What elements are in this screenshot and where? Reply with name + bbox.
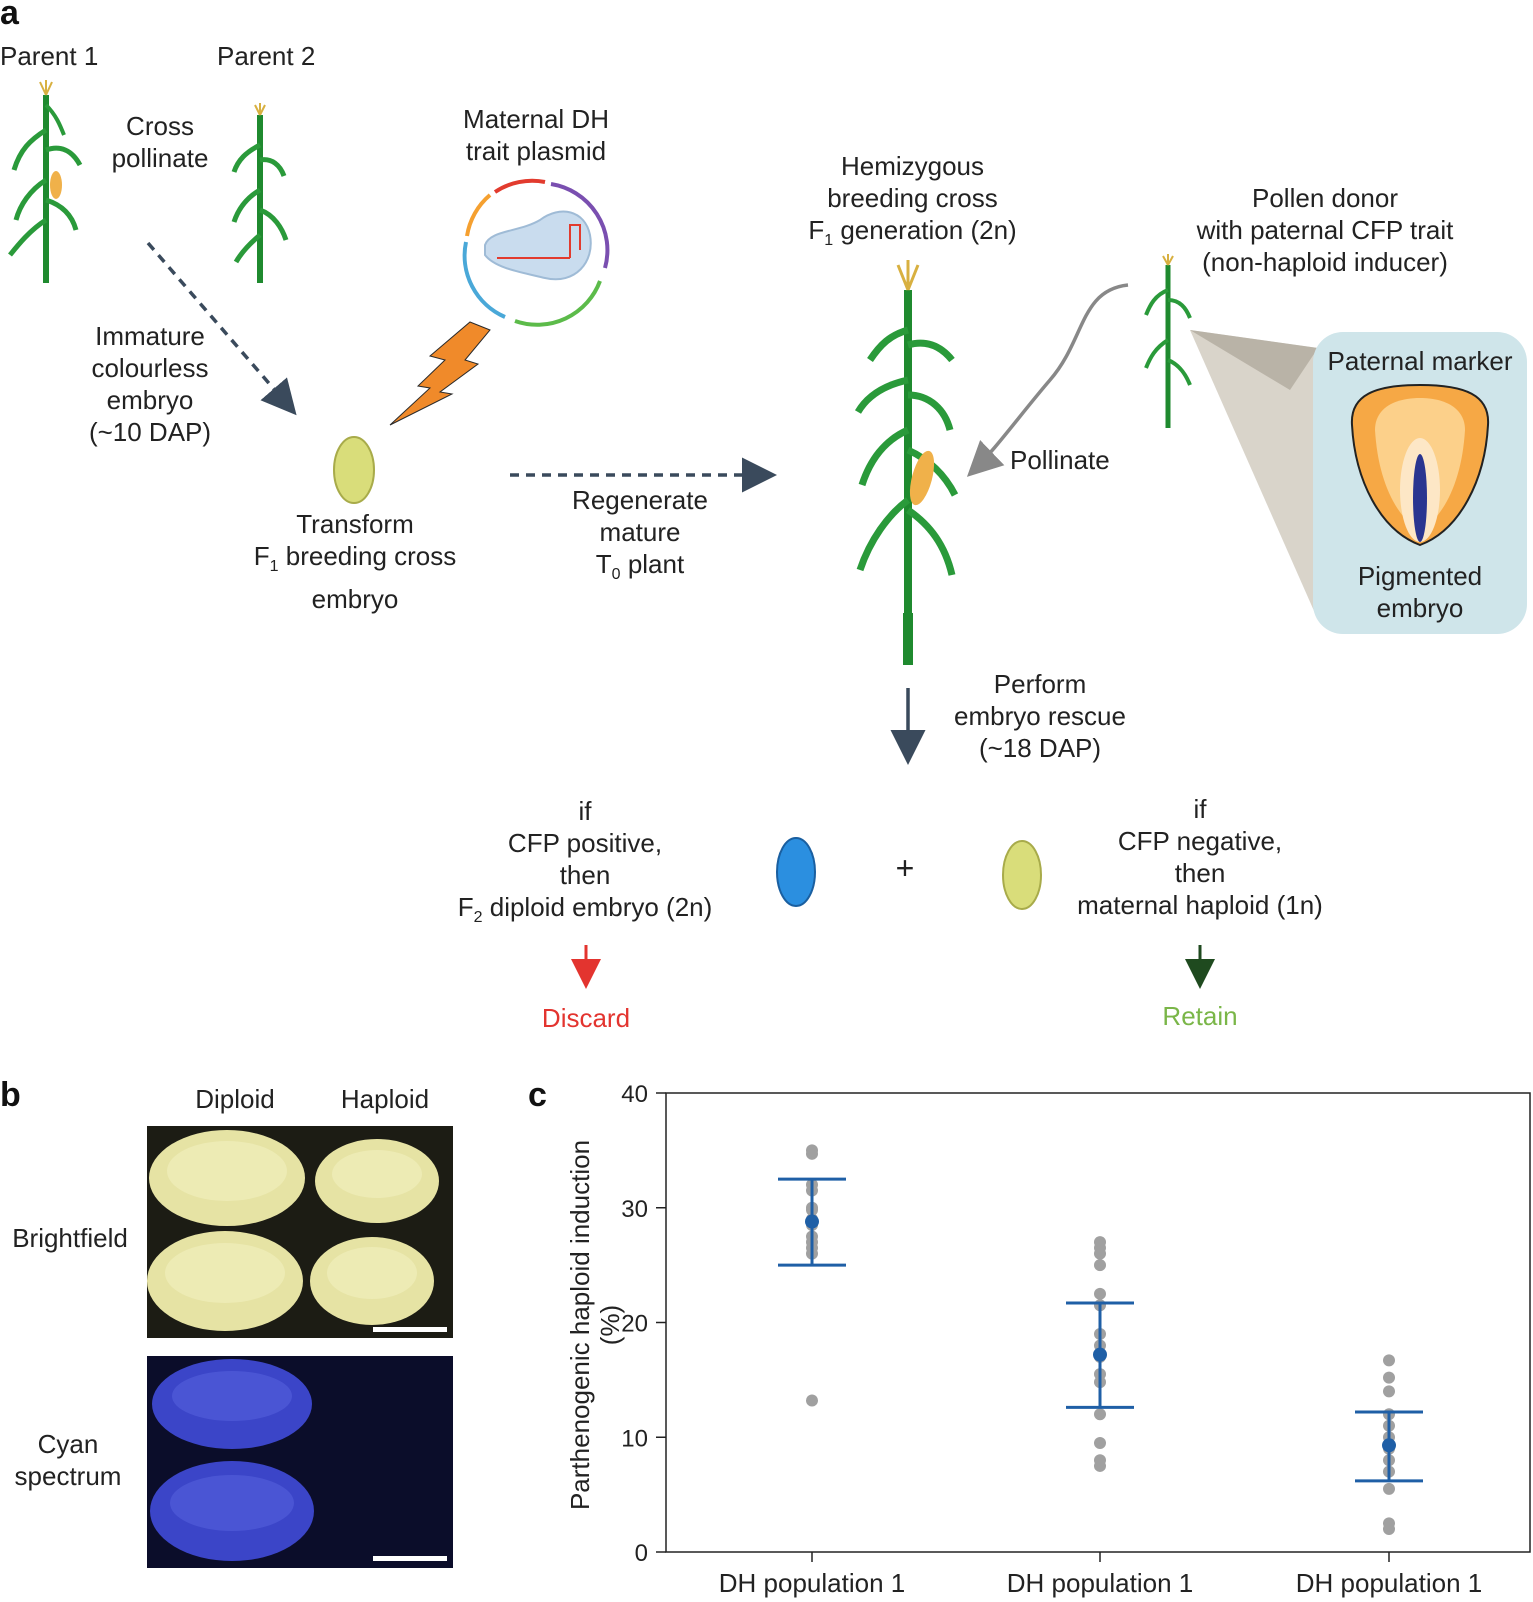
data-point — [1383, 1385, 1395, 1398]
mean-point — [805, 1214, 819, 1229]
data-point — [1094, 1459, 1106, 1472]
data-point — [1094, 1259, 1106, 1272]
immature-embryo-label: Immature colourless embryo (~10 DAP) — [88, 321, 212, 447]
hemizygous-label: Hemizygous breeding cross F1 generation … — [808, 151, 1017, 250]
parent2-label: Parent 2 — [217, 41, 316, 71]
discard-label: Discard — [541, 1003, 631, 1033]
rescue-label: Perform embryo rescue (~18 DAP) — [954, 669, 1126, 763]
mean-point — [1093, 1347, 1107, 1362]
x-tick-label: DH population 1 — [1296, 1568, 1482, 1598]
panel-letter-b: b — [0, 1076, 21, 1114]
mean-point — [1382, 1438, 1396, 1453]
cfp-negative-label: if CFP negative, then maternal haploid (… — [1077, 794, 1323, 920]
plasmid-label: Maternal DH trait plasmid — [463, 104, 609, 166]
data-point — [1094, 1247, 1106, 1260]
haploid-col-label: Haploid — [340, 1084, 430, 1114]
brightfield-row-label: Brightfield — [12, 1223, 128, 1253]
pollen-donor-label: Pollen donor with paternal CFP trait (no… — [1196, 183, 1454, 277]
cross-pollinate-label: Cross pollinate — [111, 111, 209, 173]
transform-embryo-icon — [333, 436, 375, 504]
panel-letter-c: c — [528, 1076, 547, 1114]
parent1-label: Parent 1 — [0, 41, 99, 71]
plasmid-icon — [462, 178, 610, 327]
brightfield-photo — [147, 1126, 453, 1338]
cross-to-embryo-arrow — [146, 241, 297, 416]
magnifier-cone — [1190, 330, 1318, 620]
cyan-spectrum-photo — [147, 1356, 453, 1568]
cfp-positive-label: if CFP positive, then F2 diploid embryo … — [457, 796, 713, 927]
cfp-negative-embryo-icon — [1002, 840, 1042, 910]
x-tick-label: DH population 1 — [719, 1568, 905, 1598]
pollen-donor-plant-icon — [1144, 254, 1192, 428]
data-point — [1094, 1408, 1106, 1421]
pollinate-label: Pollinate — [1010, 445, 1110, 475]
data-point — [806, 1394, 818, 1407]
transform-label: Transform F1 breeding cross embryo — [253, 509, 457, 615]
data-point — [806, 1147, 818, 1160]
parent1-plant-icon — [8, 80, 83, 283]
panel-letter-a: a — [0, 0, 19, 32]
data-point — [1383, 1523, 1395, 1536]
data-point — [1383, 1482, 1395, 1495]
f1-plant-icon — [854, 260, 959, 665]
cyan-row-label: Cyan spectrum — [14, 1429, 122, 1491]
data-point — [1094, 1287, 1106, 1300]
y-tick-label: 0 — [635, 1540, 648, 1567]
retain-label: Retain — [1162, 1001, 1238, 1031]
cfp-positive-embryo-icon — [776, 837, 816, 907]
data-point — [1383, 1371, 1395, 1384]
x-tick-label: DH population 1 — [1007, 1568, 1193, 1598]
plus-sign: + — [895, 850, 915, 886]
paternal-marker-label: Paternal marker — [1327, 346, 1513, 376]
data-point — [1094, 1436, 1106, 1449]
plot-frame — [665, 1092, 1531, 1553]
data-point — [1383, 1354, 1395, 1367]
y-tick-label: 20 — [621, 1311, 648, 1338]
regenerate-label: Regenerate mature T0 plant — [572, 485, 708, 584]
parent2-plant-icon — [231, 103, 289, 283]
y-tick-label: 40 — [621, 1081, 648, 1108]
lightning-icon — [389, 321, 491, 426]
y-tick-label: 10 — [621, 1425, 648, 1452]
diploid-col-label: Diploid — [195, 1084, 275, 1114]
y-tick-label: 30 — [621, 1196, 648, 1223]
pollinate-arrow — [966, 283, 1129, 477]
pigmented-embryo-label: Pigmented embryo — [1357, 561, 1483, 623]
